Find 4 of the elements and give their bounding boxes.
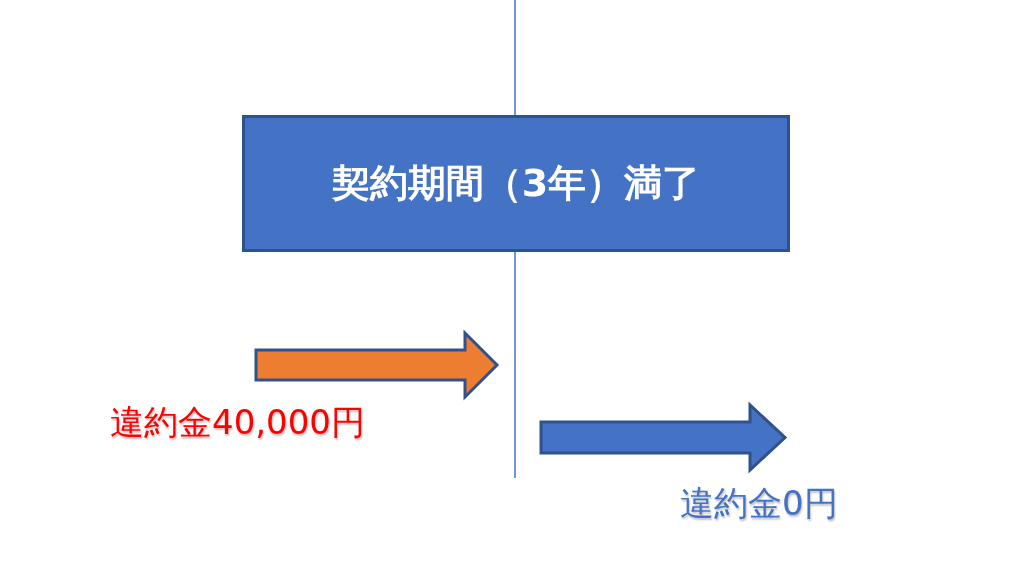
fee-label: 違約金40,000円 [110, 402, 365, 443]
process-box [242, 115, 790, 252]
box-label: 契約期間（3年）満了 [331, 160, 701, 207]
fee-label: 違約金0円 [680, 483, 838, 524]
